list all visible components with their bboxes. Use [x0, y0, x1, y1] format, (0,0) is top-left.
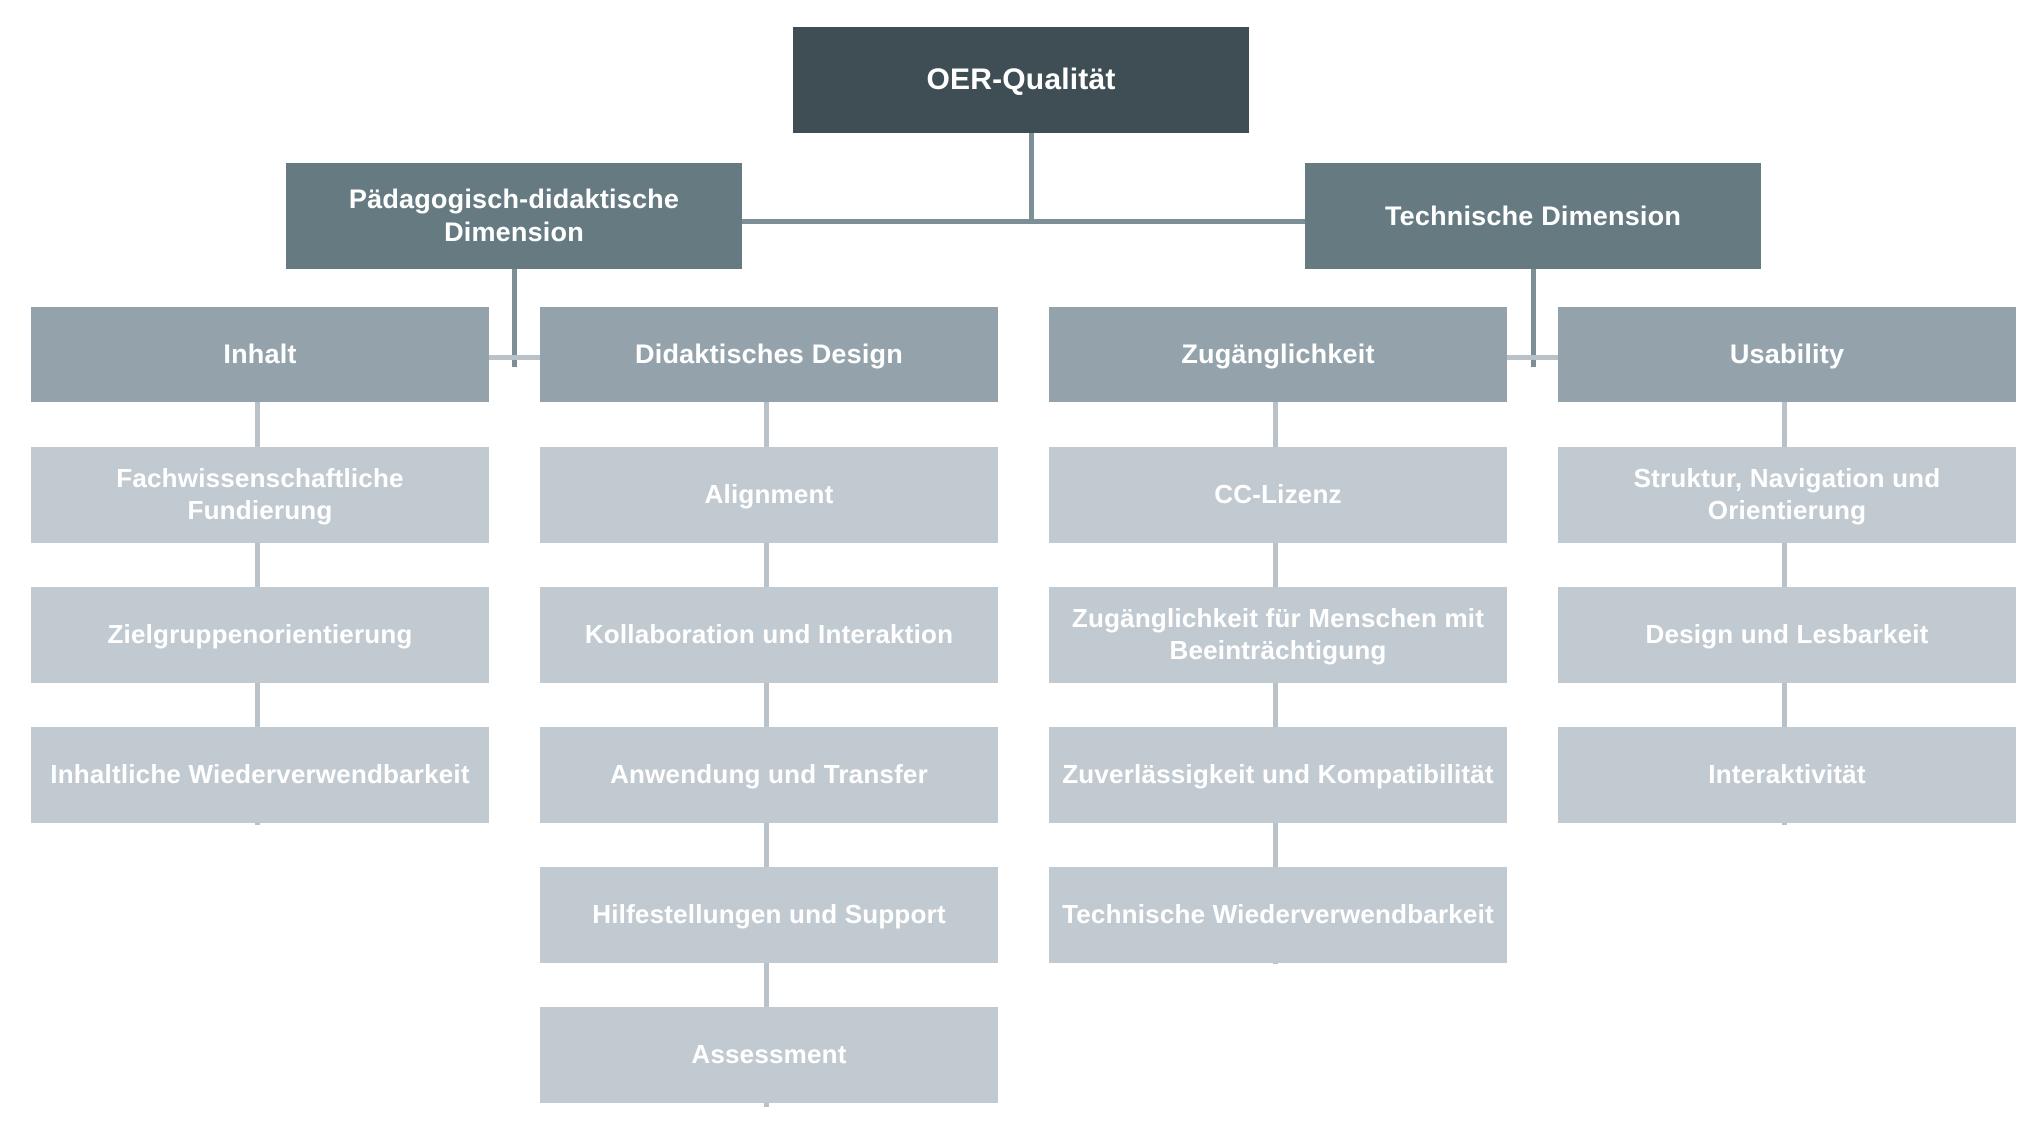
connector-dimension-bus	[512, 219, 1312, 224]
node-cc-lizenz[interactable]: CC-Lizenz	[1049, 447, 1507, 543]
node-struktur-navigation-und-orientierung[interactable]: Struktur, Navigation und Orientierung	[1558, 447, 2016, 543]
connector-dim2-to-usability	[1531, 355, 1571, 360]
node-design-und-lesbarkeit[interactable]: Design und Lesbarkeit	[1558, 587, 2016, 683]
node-inhaltliche-wiederverwendbarkeit[interactable]: Inhaltliche Wiederverwendbarkeit	[31, 727, 489, 823]
node-zugaenglichkeit-fuer-menschen-mit-beeintraechtigung[interactable]: Zugänglichkeit für Menschen mit Beeinträ…	[1049, 587, 1507, 683]
connector-dim1-vertical	[512, 222, 517, 367]
connector-dim2-to-zugaenglichkeit	[1496, 355, 1536, 360]
node-inhalt[interactable]: Inhalt	[31, 307, 489, 402]
node-oer-qualitaet[interactable]: OER-Qualität	[793, 27, 1249, 133]
node-interaktivitaet[interactable]: Interaktivität	[1558, 727, 2016, 823]
node-assessment[interactable]: Assessment	[540, 1007, 998, 1103]
node-zugaenglichkeit[interactable]: Zugänglichkeit	[1049, 307, 1507, 402]
node-alignment[interactable]: Alignment	[540, 447, 998, 543]
node-kollaboration-und-interaktion[interactable]: Kollaboration und Interaktion	[540, 587, 998, 683]
node-usability[interactable]: Usability	[1558, 307, 2016, 402]
node-anwendung-und-transfer[interactable]: Anwendung und Transfer	[540, 727, 998, 823]
node-didaktisches-design[interactable]: Didaktisches Design	[540, 307, 998, 402]
node-technische-wiederverwendbarkeit[interactable]: Technische Wiederverwendbarkeit	[1049, 867, 1507, 963]
node-technische-dimension[interactable]: Technische Dimension	[1305, 163, 1761, 269]
node-fachwissenschaftliche-fundierung[interactable]: Fachwissenschaftliche Fundierung	[31, 447, 489, 543]
node-zuverlaessigkeit-und-kompatibilitaet[interactable]: Zuverlässigkeit und Kompatibilität	[1049, 727, 1507, 823]
node-hilfestellungen-und-support[interactable]: Hilfestellungen und Support	[540, 867, 998, 963]
connector-dim1-to-didaktisches-design	[512, 355, 552, 360]
connector-root-vertical	[1029, 132, 1034, 222]
connector-dim1-to-inhalt	[477, 355, 517, 360]
connector-dim2-vertical	[1531, 222, 1536, 367]
node-paedagogisch-didaktische-dimension[interactable]: Pädagogisch-didaktische Dimension	[286, 163, 742, 269]
node-zielgruppenorientierung[interactable]: Zielgruppenorientierung	[31, 587, 489, 683]
